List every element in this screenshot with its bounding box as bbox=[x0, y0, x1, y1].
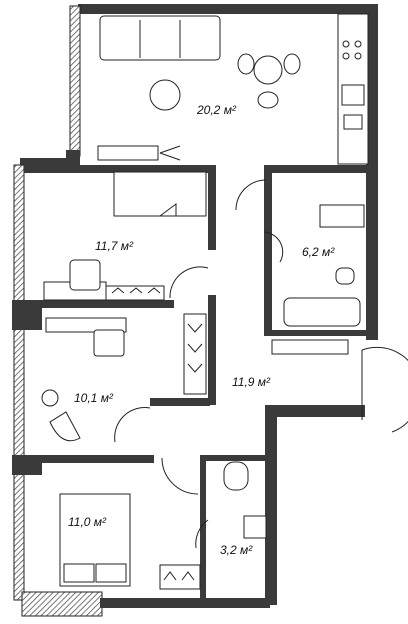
area-labels: 20,2 м² 11,7 м² 6,2 м² 10,1 м² 11,9 м² 1… bbox=[68, 103, 335, 557]
toilet bbox=[335, 267, 355, 285]
wc-sink bbox=[243, 515, 267, 539]
armchair bbox=[49, 411, 81, 442]
coffee-table bbox=[149, 79, 181, 111]
bed bbox=[113, 171, 207, 217]
washer-shelf bbox=[271, 339, 349, 355]
bedroom-3-furniture bbox=[59, 493, 201, 590]
area-label-bedroom-2: 10,1 м² bbox=[74, 391, 114, 405]
area-label-wc: 3,2 м² bbox=[220, 543, 253, 557]
dining-table bbox=[253, 55, 283, 85]
dresser bbox=[105, 285, 165, 301]
area-label-bathroom: 6,2 м² bbox=[302, 245, 335, 259]
wc-fixtures bbox=[223, 461, 267, 539]
living-room-furniture bbox=[97, 13, 369, 165]
outer-walls bbox=[12, 4, 378, 617]
chair bbox=[69, 259, 101, 291]
bathtub bbox=[283, 297, 361, 327]
sink bbox=[319, 204, 365, 228]
wc-toilet bbox=[223, 461, 249, 491]
bedroom-2-furniture bbox=[41, 313, 207, 442]
bathroom-fixtures bbox=[271, 204, 365, 355]
kitchen-counter bbox=[337, 13, 369, 165]
lamp bbox=[41, 389, 59, 407]
bookshelf bbox=[45, 317, 127, 333]
area-label-bedroom-3: 11,0 м² bbox=[68, 515, 107, 529]
area-label-hallway: 11,9 м² bbox=[232, 375, 271, 389]
area-label-living-kitchen: 20,2 м² bbox=[196, 103, 237, 117]
sofa bbox=[99, 15, 221, 61]
chair-2 bbox=[93, 329, 125, 357]
area-label-bedroom-1: 11,7 м² bbox=[95, 239, 134, 253]
bedroom-1-furniture bbox=[43, 171, 207, 301]
radiator bbox=[97, 145, 159, 161]
interior-walls bbox=[24, 165, 374, 605]
wardrobe bbox=[183, 313, 207, 395]
doors bbox=[114, 179, 408, 549]
